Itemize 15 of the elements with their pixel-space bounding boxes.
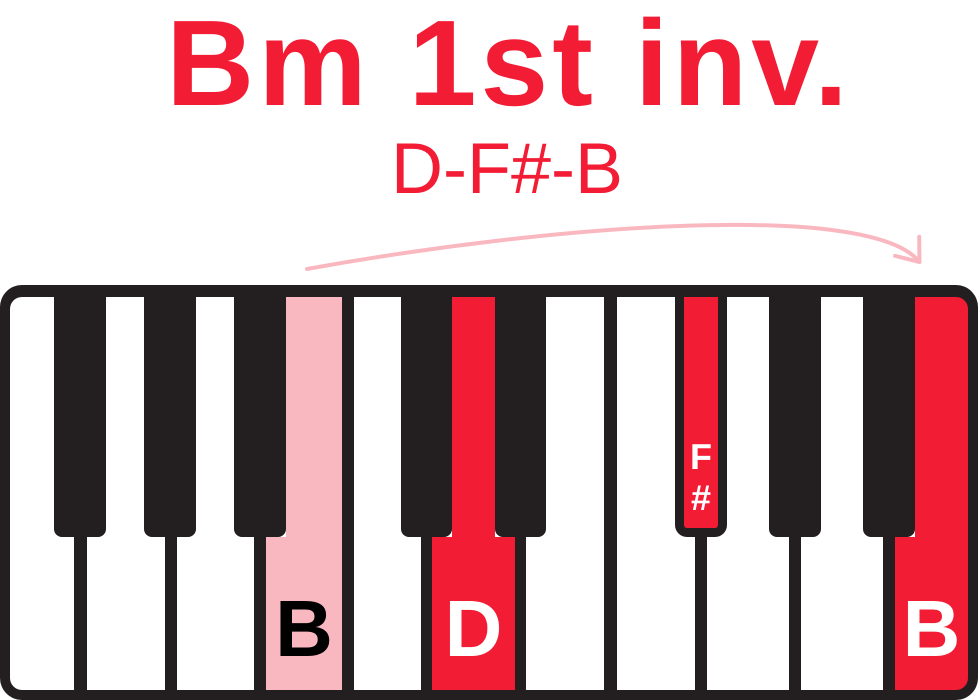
sharp-key [54,297,106,537]
sharp-key [144,297,196,537]
note-label: F# [689,436,713,518]
note-label: B [902,589,960,669]
chord-title: Bm 1st inv. [166,2,852,124]
highlighted-sharp-key [675,297,727,537]
chord-notes: D-F#-B [391,133,623,205]
curved-arrow [305,222,922,271]
note-label: D [444,589,502,669]
sharp-key [234,297,286,537]
note-label: B [275,589,333,669]
sharp-key [495,297,546,537]
sharp-key [863,297,915,537]
sharp-key [769,297,821,537]
sharp-key [401,297,452,537]
